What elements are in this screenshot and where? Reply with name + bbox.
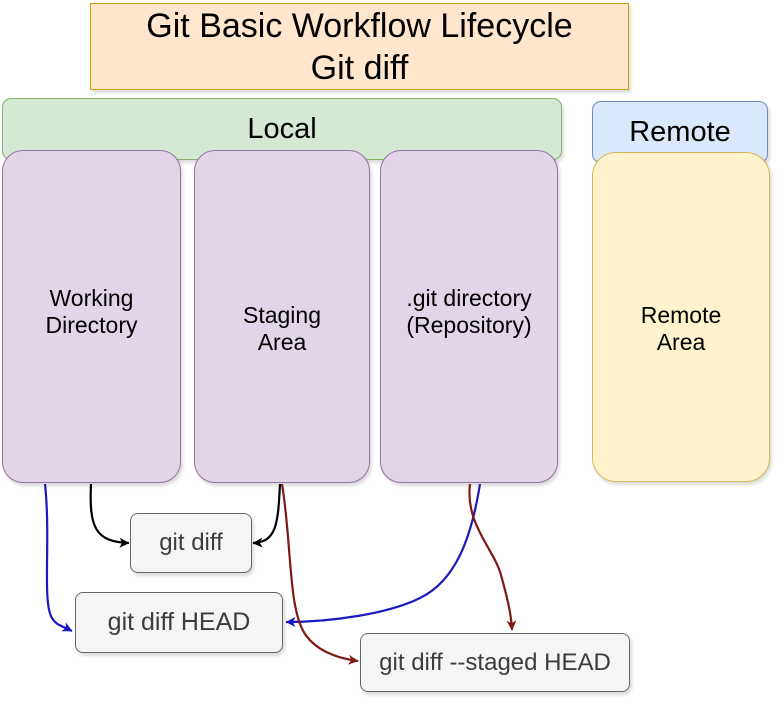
title-line-1: Git Basic Workflow Lifecycle — [146, 6, 573, 45]
local-group-label: Local — [247, 112, 317, 145]
working-directory-box: Working Directory — [2, 150, 181, 483]
remote-group-label: Remote — [629, 115, 731, 148]
git-directory-label-line2: (Repository) — [406, 311, 532, 338]
git-diff-command-label: git diff — [159, 529, 223, 556]
remote-area-label-line2: Area — [656, 329, 706, 355]
arrow-staging-area-to-git-diff-staged-head — [280, 483, 359, 665]
local-group-header: Local — [2, 98, 562, 160]
working-directory-label-line2: Directory — [45, 311, 138, 338]
git-diff-command-box: git diff — [130, 513, 252, 573]
arrow-staging-area-to-git-diff — [252, 483, 282, 548]
git-diff-head-command-box: git diff HEAD — [75, 592, 283, 653]
staging-area-label: Staging Area — [243, 302, 321, 356]
working-directory-label-line1: Working — [49, 284, 134, 311]
title-line-2: Git diff — [310, 48, 409, 87]
remote-area-label: Remote Area — [641, 302, 722, 356]
arrow-working-directory-to-git-diff-head — [43, 483, 73, 632]
working-directory-label: Working Directory — [45, 285, 137, 339]
git-directory-label-line1: .git directory — [406, 284, 532, 311]
arrow-git-directory-to-git-diff-staged-head — [468, 483, 517, 631]
staging-area-label-line1: Staging — [242, 301, 321, 328]
staging-area-box: Staging Area — [194, 150, 370, 483]
git-diff-staged-head-command-label: git diff --staged HEAD — [379, 648, 611, 676]
git-diff-staged-head-command-box: git diff --staged HEAD — [360, 633, 630, 692]
staging-area-label-line2: Area — [257, 328, 307, 355]
title-box: Git Basic Workflow Lifecycle Git diff — [90, 3, 629, 90]
arrow-git-directory-to-git-diff-head — [285, 483, 482, 627]
git-directory-label: .git directory (Repository) — [406, 285, 531, 339]
git-directory-box: .git directory (Repository) — [380, 150, 558, 483]
arrow-working-directory-to-git-diff — [89, 483, 130, 548]
remote-area-box: Remote Area — [592, 152, 770, 482]
remote-area-label-line1: Remote — [640, 302, 722, 328]
git-diff-head-command-label: git diff HEAD — [107, 608, 251, 636]
